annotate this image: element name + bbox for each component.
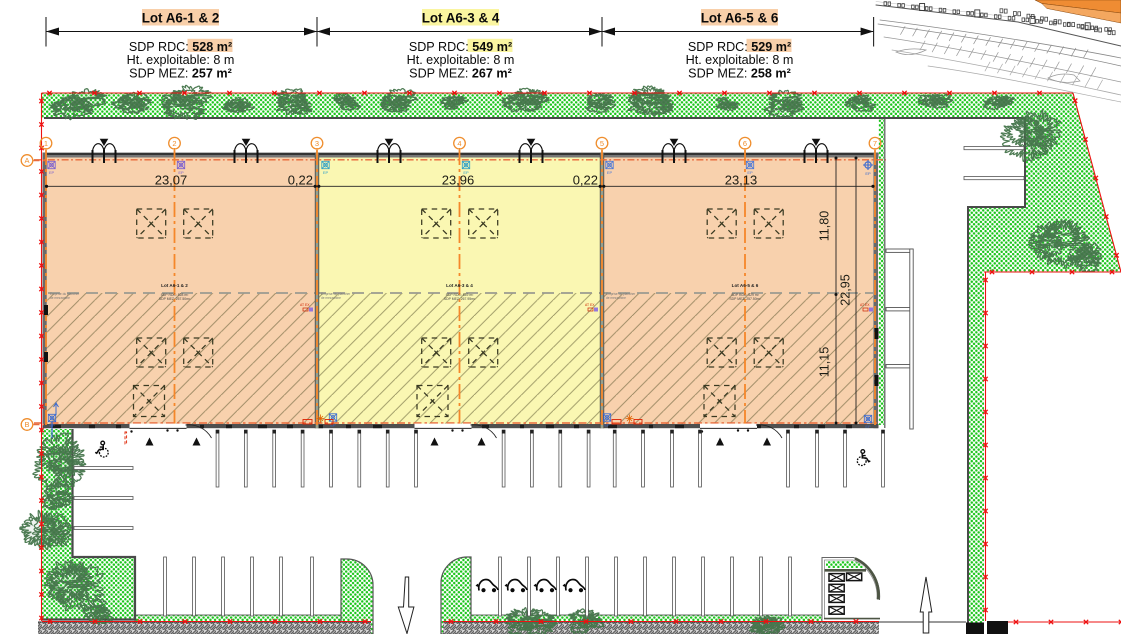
svg-text:EP: EP (49, 170, 55, 175)
svg-text:SDP RDC: 528 m²: SDP RDC: 528 m² (129, 40, 232, 54)
svg-text:EP: EP (463, 170, 469, 175)
svg-text:SDP RDC: 549 m²: SDP RDC: 549 m² (409, 40, 512, 54)
svg-text:EP: EP (323, 170, 329, 175)
svg-text:SDP RDC: 529 m²: SDP RDC: 529 m² (688, 40, 791, 54)
svg-text:Emprise du plancher: Emprise du plancher (321, 292, 351, 296)
svg-text:5: 5 (600, 139, 604, 148)
svg-text:23,96: 23,96 (442, 172, 475, 187)
svg-text:4: 4 (457, 139, 461, 148)
svg-text:Ht. exploitable: 8 m: Ht. exploitable: 8 m (407, 53, 515, 67)
svg-text:de mezzanine: de mezzanine (606, 296, 626, 300)
svg-text:B: B (24, 420, 29, 429)
svg-text:Lot A6-1 & 2: Lot A6-1 & 2 (161, 283, 188, 288)
svg-text:EP: EP (865, 424, 871, 429)
svg-text:AT EX: AT EX (300, 303, 310, 307)
svg-text:SDP MEZ: 257 m²: SDP MEZ: 257 m² (129, 67, 232, 81)
svg-text:EP: EP (330, 423, 336, 428)
svg-text:Emprise du plancher: Emprise du plancher (606, 292, 636, 296)
svg-text:2: 2 (172, 139, 176, 148)
svg-text:SDP MEZ: 267.95m²: SDP MEZ: 267.95m² (444, 297, 476, 301)
svg-text:SDP MEZ: 267 m²: SDP MEZ: 267 m² (409, 67, 512, 81)
svg-text:7: 7 (873, 139, 877, 148)
svg-text:SDP RDC: 528 m²: SDP RDC: 528 m² (161, 293, 190, 297)
svg-text:SDP MEZ: 257.50m²: SDP MEZ: 257.50m² (159, 297, 191, 301)
svg-text:11,80: 11,80 (818, 211, 832, 242)
svg-text:EP: EP (604, 423, 610, 428)
svg-text:Lot A6-1 & 2: Lot A6-1 & 2 (142, 11, 220, 26)
svg-text:6: 6 (743, 139, 747, 148)
svg-text:SDP RDC: 529 m²: SDP RDC: 529 m² (731, 293, 760, 297)
svg-text:23,07: 23,07 (155, 172, 188, 187)
svg-text:23,13: 23,13 (725, 172, 758, 187)
svg-text:de mezzanine: de mezzanine (50, 296, 70, 300)
svg-text:Lot A6-5 & 6: Lot A6-5 & 6 (701, 11, 779, 26)
svg-text:EP: EP (178, 170, 184, 175)
svg-text:Ht. exploitable: 8 m: Ht. exploitable: 8 m (127, 53, 235, 67)
svg-text:Ht. exploitable: 8 m: Ht. exploitable: 8 m (686, 53, 794, 67)
svg-text:EP: EP (865, 171, 871, 176)
svg-text:SDP MEZ: 258 m²: SDP MEZ: 258 m² (688, 67, 791, 81)
svg-text:0,22: 0,22 (288, 172, 313, 187)
svg-text:Lot A6-3 & 4: Lot A6-3 & 4 (446, 283, 473, 288)
svg-text:SDP RDC: 549 m²: SDP RDC: 549 m² (446, 293, 475, 297)
svg-text:22,95: 22,95 (839, 274, 853, 306)
svg-text:11,15: 11,15 (818, 347, 832, 378)
svg-text:0,22: 0,22 (573, 172, 598, 187)
svg-text:SDP MEZ: 257.50m²: SDP MEZ: 257.50m² (729, 297, 761, 301)
svg-text:AT EX: AT EX (860, 303, 870, 307)
svg-text:EP: EP (747, 170, 753, 175)
svg-text:Lot A6-5 & 6: Lot A6-5 & 6 (732, 283, 759, 288)
svg-text:AT EX: AT EX (585, 303, 595, 307)
svg-text:Emprise du plancher: Emprise du plancher (50, 292, 80, 296)
svg-text:de mezzanine: de mezzanine (321, 296, 341, 300)
svg-text:EP: EP (607, 170, 613, 175)
svg-text:3: 3 (315, 139, 319, 148)
svg-text:1: 1 (44, 139, 48, 148)
svg-text:A: A (24, 156, 29, 165)
svg-text:Lot A6-3 & 4: Lot A6-3 & 4 (422, 11, 500, 26)
